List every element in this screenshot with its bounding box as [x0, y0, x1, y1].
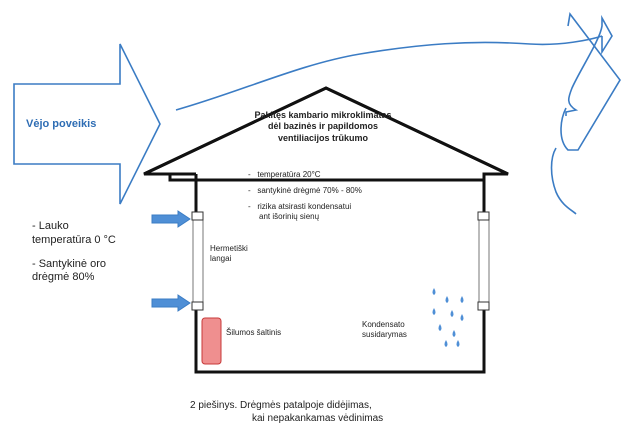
- indoor-condition: santykinė drėgmė 70% - 80%: [257, 186, 362, 195]
- air-arrow-lower: [151, 294, 191, 312]
- outdoor-conditions: - Lauko temperatūra 0 °C - Santykinė oro…: [32, 220, 116, 295]
- wind-label: Vėjo poveikis: [26, 118, 97, 130]
- roof-outline: [143, 86, 509, 176]
- house-title: Pakitęs kambario mikroklimatas dėl bazin…: [248, 110, 398, 144]
- condensation-label-line: susidarymas: [362, 330, 407, 339]
- drop: [450, 310, 454, 317]
- left-window: [192, 213, 204, 309]
- air-arrow-upper: [151, 210, 191, 228]
- drop: [432, 308, 436, 315]
- drop: [432, 288, 436, 295]
- outdoor-temp-value: temperatūra 0 °C: [32, 233, 116, 246]
- house-title-line: Pakitęs kambario mikroklimatas: [254, 110, 392, 120]
- house-title-line: dėl bazinės ir papildomos: [267, 121, 379, 132]
- heat-source: [201, 317, 222, 365]
- indoor-condition: temperatūra 20°C: [257, 170, 321, 179]
- window-label-line: Hermetiški: [210, 244, 248, 253]
- heat-source-label: Šilumos šaltinis: [226, 328, 282, 337]
- wind-arrow: [13, 43, 161, 205]
- drop: [460, 314, 464, 321]
- window-label-line: langai: [210, 254, 232, 263]
- drop: [444, 340, 448, 347]
- condensation-drops: [432, 288, 464, 347]
- drop: [456, 340, 460, 347]
- wind-squiggle: [550, 147, 577, 215]
- outdoor-rh-value: drėgmė 80%: [32, 271, 95, 284]
- indoor-condition: ant išorinių sienų: [259, 212, 320, 221]
- condensation-label-line: Kondensato: [362, 320, 405, 329]
- window-label: Hermetiški langai: [210, 244, 248, 264]
- right-window: [478, 213, 490, 309]
- drop: [445, 296, 449, 303]
- figure-caption: 2 piešinys. Drėgmės patalpoje didėjimas,…: [190, 400, 450, 425]
- indoor-conditions: - temperatūra 20°C - santykinė drėgmė 70…: [248, 170, 362, 221]
- drop: [452, 330, 456, 337]
- wind-arrowhead: [560, 12, 621, 151]
- caption-line: kai nepakankamas vėdinimas: [252, 412, 384, 424]
- house-title-line: ventiliacijos trūkumo: [277, 132, 369, 143]
- drop: [438, 324, 442, 331]
- outdoor-temp-label: - Lauko: [32, 220, 69, 232]
- indoor-condition: rizika atsirasti kondensatui: [257, 202, 352, 211]
- caption-line: 2 piešinys. Drėgmės patalpoje didėjimas,: [190, 400, 372, 411]
- condensation-label: Kondensato susidarymas: [362, 320, 407, 340]
- drop: [460, 296, 464, 303]
- wind-flow-curve: [175, 14, 613, 116]
- outdoor-rh-label: - Santykinė oro: [32, 257, 106, 270]
